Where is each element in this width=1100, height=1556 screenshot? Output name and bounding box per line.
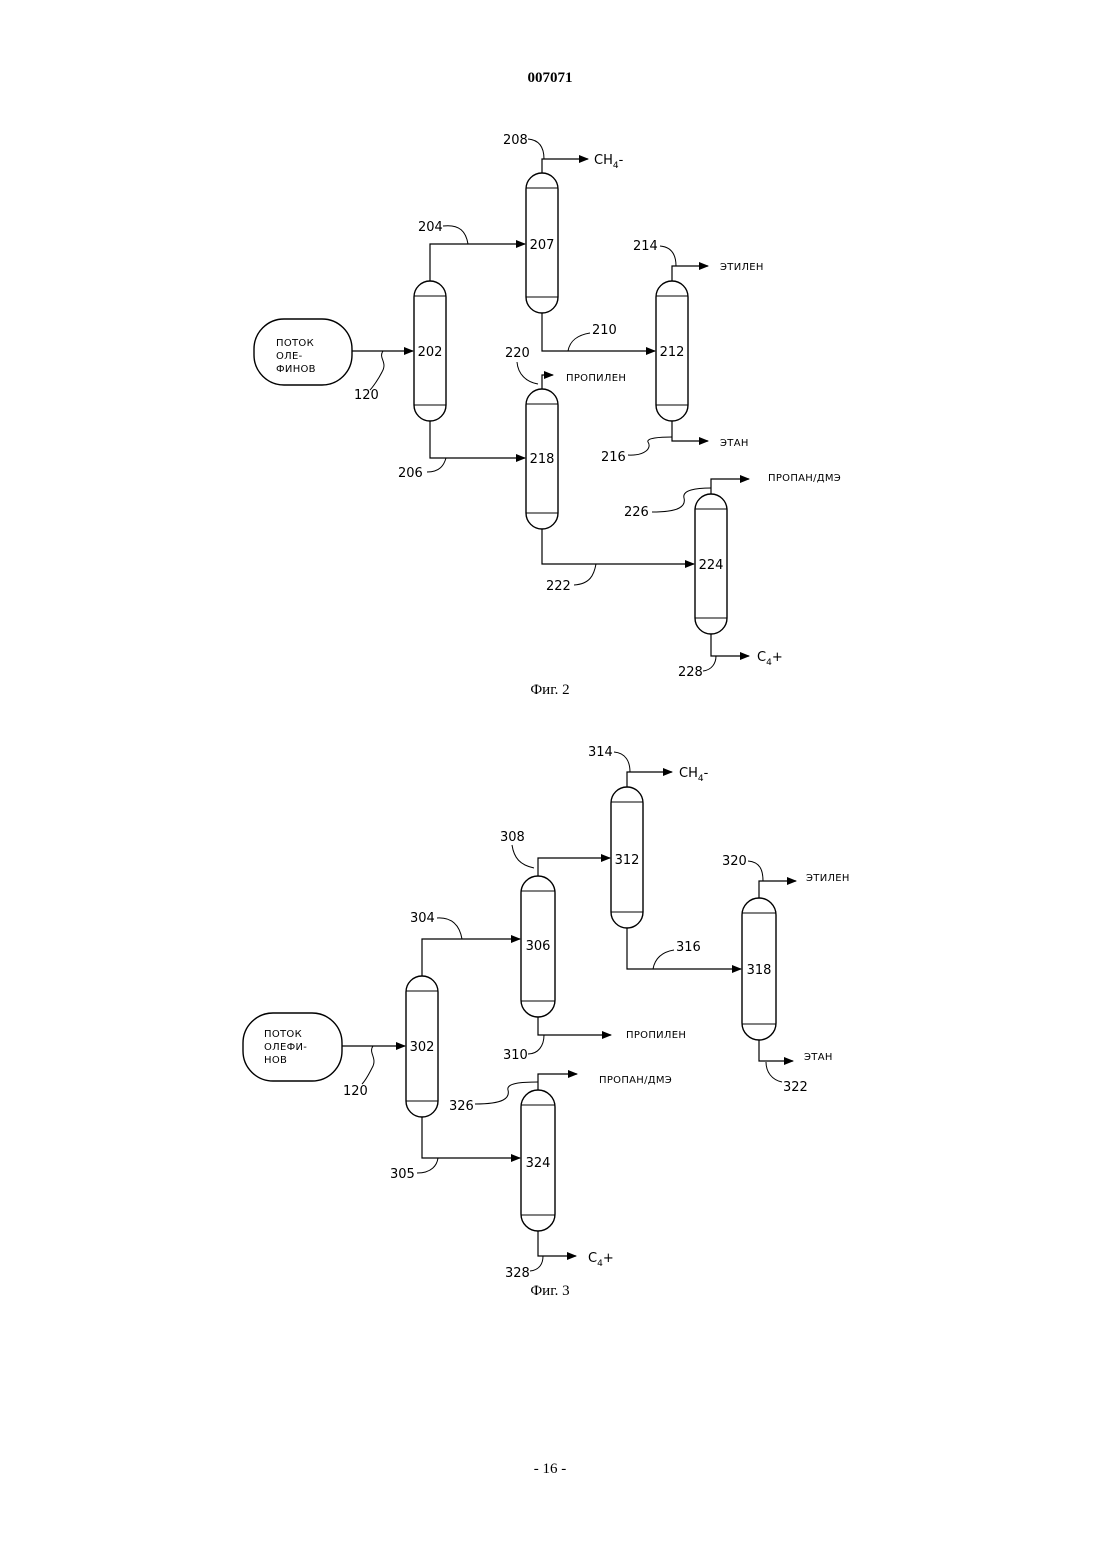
stream-322-label: 322 <box>783 1080 808 1095</box>
stream-226-line <box>711 479 749 494</box>
leader-322 <box>766 1062 782 1082</box>
stream-326-line <box>538 1074 577 1090</box>
stream-220-line <box>542 375 553 389</box>
feed-label-line2: ОЛЕФИ- <box>264 1042 307 1053</box>
vessel-212-label: 212 <box>660 345 685 360</box>
vessel-202-label: 202 <box>418 345 443 360</box>
stream-308-label: 308 <box>500 830 525 845</box>
stream-208-label: 208 <box>503 133 528 148</box>
feed-label-line3: НОВ <box>264 1055 287 1066</box>
stream-305-line <box>422 1117 520 1158</box>
stream-214-line <box>672 266 708 281</box>
feed-box-olefins <box>254 319 352 385</box>
feed-label-line1: ПОТОК <box>276 338 314 349</box>
leader-210 <box>568 333 590 351</box>
leader-204 <box>443 226 468 244</box>
stream-322-line <box>759 1040 793 1061</box>
leader-216 <box>628 437 672 455</box>
stream-214-label: 214 <box>633 239 658 254</box>
product-propylene: ПРОПИЛЕН <box>566 373 626 384</box>
stream-206-label: 206 <box>398 466 423 481</box>
stream-220-label: 220 <box>505 346 530 361</box>
leader-320 <box>748 861 763 881</box>
stream-316-label: 316 <box>676 940 701 955</box>
product-ethane: ЭТАН <box>720 438 749 449</box>
stream-314-label: 314 <box>588 745 613 760</box>
product-propylene: ПРОПИЛЕН <box>626 1030 686 1041</box>
feed-label-line1: ПОТОК <box>264 1029 302 1040</box>
figure-3-caption: Фиг. 3 <box>530 1283 569 1299</box>
product-ethane: ЭТАН <box>804 1052 833 1063</box>
leader-310 <box>528 1035 544 1054</box>
vessel-306-label: 306 <box>526 939 551 954</box>
page-number: - 16 - <box>534 1461 567 1477</box>
stream-304-label: 304 <box>410 911 435 926</box>
stream-208-line <box>542 159 588 173</box>
leader-314 <box>614 752 630 772</box>
vessel-312-label: 312 <box>615 853 640 868</box>
figure-2-caption: Фиг. 2 <box>530 682 569 698</box>
stream-120-label: 120 <box>354 388 379 403</box>
stream-228-line <box>711 634 749 656</box>
stream-228-label: 228 <box>678 665 703 680</box>
vessel-324-label: 324 <box>526 1156 551 1171</box>
product-propane-dme: ПРОПАН/ДМЭ <box>599 1075 672 1086</box>
leader-308 <box>512 845 534 868</box>
stream-204-line <box>430 244 525 281</box>
stream-210-label: 210 <box>592 323 617 338</box>
stream-216-line <box>672 421 708 441</box>
stream-314-line <box>627 772 672 787</box>
leader-120 <box>362 1046 374 1084</box>
stream-326-label: 326 <box>449 1099 474 1114</box>
leader-328 <box>530 1256 543 1271</box>
stream-328-line <box>538 1231 576 1256</box>
leader-305 <box>417 1158 438 1173</box>
product-c4-plus: C4+ <box>757 650 783 668</box>
stream-226-label: 226 <box>624 505 649 520</box>
product-c4-plus: C4+ <box>588 1251 614 1269</box>
feed-label-line2: ОЛЕ- <box>276 351 303 362</box>
stream-222-label: 222 <box>546 579 571 594</box>
vessel-218-label: 218 <box>530 452 555 467</box>
product-ethylene: ЭТИЛЕН <box>720 262 764 273</box>
figure-3: ПОТОК ОЛЕФИ- НОВ 120 302 304 306 308 312 <box>243 745 850 1299</box>
stream-206-line <box>430 421 525 458</box>
leader-214 <box>660 246 676 266</box>
stream-304-line <box>422 939 520 976</box>
leader-208 <box>528 139 544 159</box>
vessel-224-label: 224 <box>699 558 724 573</box>
stream-310-label: 310 <box>503 1048 528 1063</box>
vessel-302-label: 302 <box>410 1040 435 1055</box>
leader-316 <box>653 950 674 969</box>
leader-222 <box>574 564 596 585</box>
leader-206 <box>427 458 446 472</box>
leader-304 <box>437 918 462 939</box>
vessel-318-label: 318 <box>747 963 772 978</box>
stream-120-label: 120 <box>343 1084 368 1099</box>
stream-216-label: 216 <box>601 450 626 465</box>
stream-204-label: 204 <box>418 220 443 235</box>
figure-2: ПОТОК ОЛЕ- ФИНОВ 120 202 204 207 208 CH4… <box>254 133 841 698</box>
product-methane: CH4- <box>679 766 709 784</box>
stream-308-line <box>538 858 610 876</box>
feed-label-line3: ФИНОВ <box>276 364 316 375</box>
leader-228 <box>703 656 716 671</box>
stream-222-line <box>542 529 694 564</box>
stream-320-line <box>759 881 796 898</box>
leader-220 <box>517 362 538 384</box>
product-methane: CH4- <box>594 153 624 171</box>
document-number: 007071 <box>528 70 573 86</box>
stream-305-label: 305 <box>390 1167 415 1182</box>
stream-328-label: 328 <box>505 1266 530 1281</box>
product-propane-dme: ПРОПАН/ДМЭ <box>768 473 841 484</box>
vessel-207-label: 207 <box>530 238 555 253</box>
stream-320-label: 320 <box>722 854 747 869</box>
leader-120 <box>370 351 384 390</box>
stream-310-line <box>538 1017 611 1035</box>
product-ethylene: ЭТИЛЕН <box>806 873 850 884</box>
